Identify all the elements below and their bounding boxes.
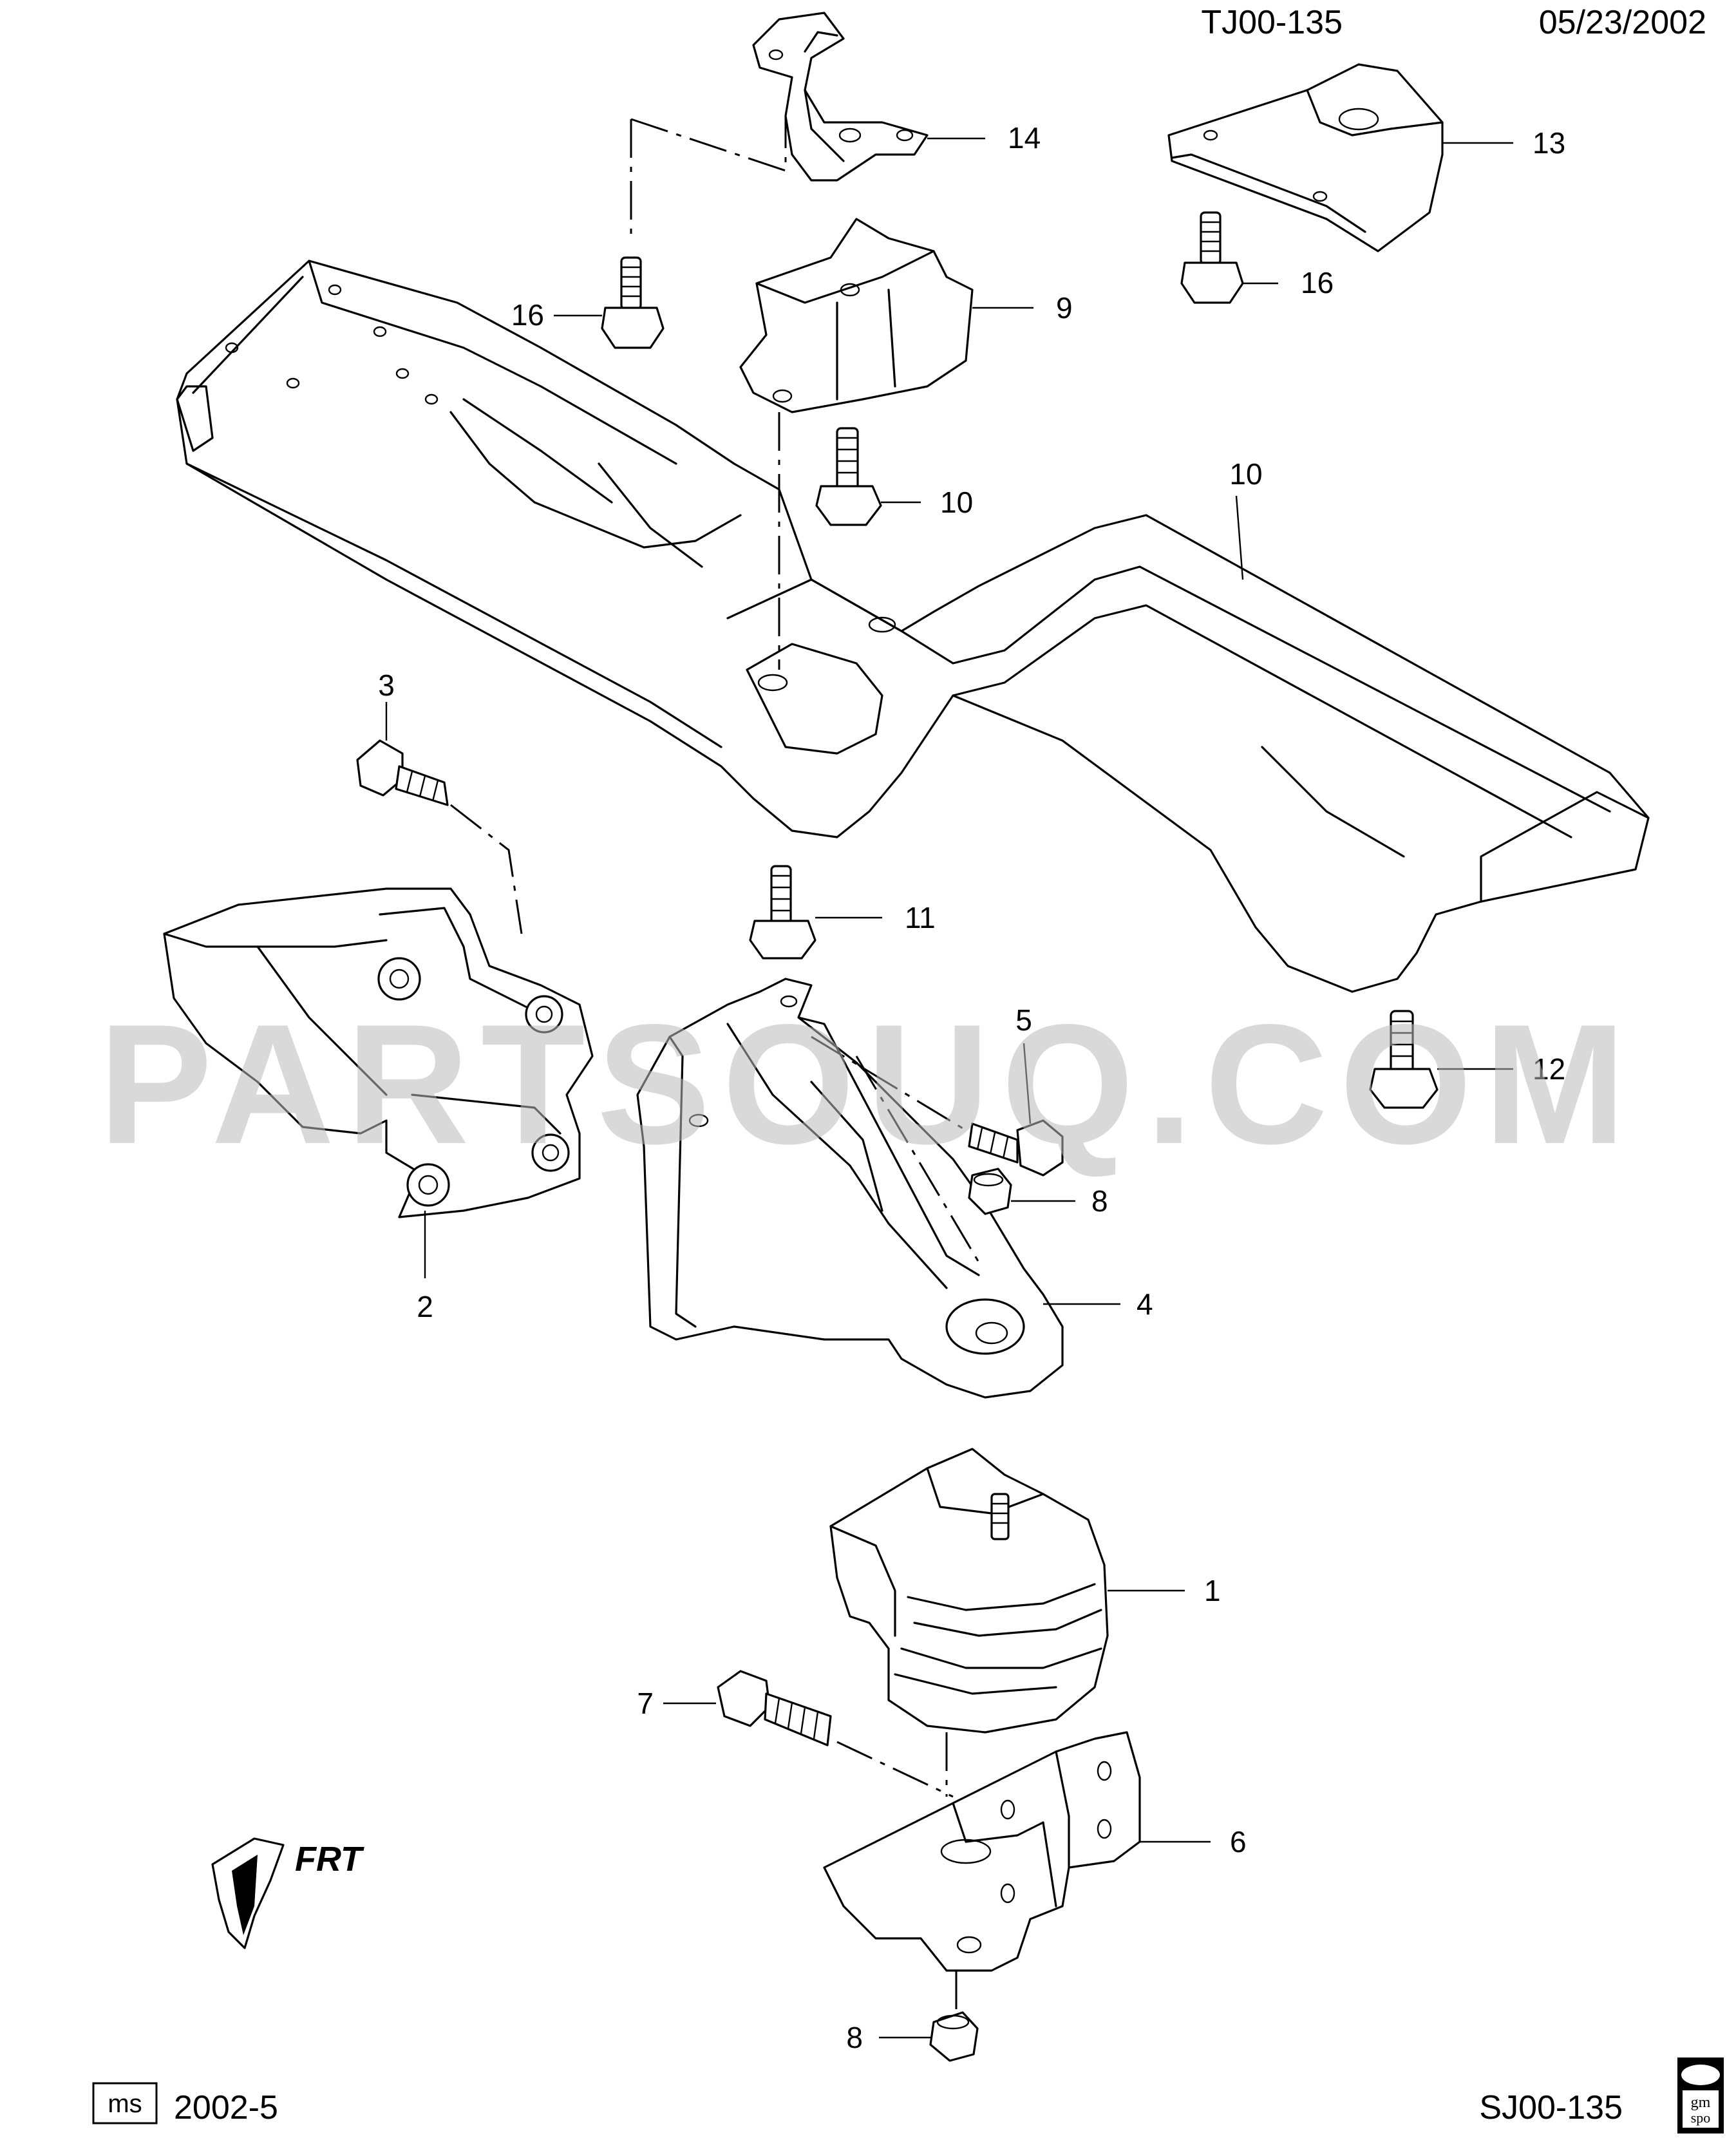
front-indicator-label: FRT <box>295 1840 364 1878</box>
bolt-5[interactable] <box>968 1119 1064 1177</box>
footer-sheet-code: SJ00-135 <box>1479 2089 1623 2126</box>
callout-5: 5 <box>1015 1003 1032 1037</box>
header-ref-code: TJ00-135 <box>1201 4 1343 41</box>
footer-ms-label: ms <box>108 2090 142 2118</box>
footer-model-year: 2002-5 <box>174 2089 278 2126</box>
callout-8-lower: 8 <box>846 2021 863 2054</box>
nut-8-upper[interactable] <box>968 1168 1012 1215</box>
bolt-10[interactable] <box>815 427 882 526</box>
dashline-3 <box>450 804 523 934</box>
front-direction-indicator: FRT <box>211 1837 364 1949</box>
nut-8-lower[interactable] <box>929 2011 979 2062</box>
logo-bottom-text: spo <box>1691 2110 1711 2126</box>
part-2-bracket[interactable] <box>163 887 594 1218</box>
bolt-7[interactable] <box>717 1670 832 1746</box>
bolt-16-left[interactable] <box>601 256 665 349</box>
callout-13: 12 <box>1533 1052 1565 1086</box>
callout-2: 2 <box>417 1290 433 1323</box>
callout-16-left: 16 <box>511 298 544 332</box>
bolt-12[interactable] <box>749 865 816 960</box>
leader-11 <box>1235 495 1244 580</box>
gm-spo-logo: gm spo <box>1677 2058 1724 2133</box>
header-date: 05/23/2002 <box>1539 4 1706 41</box>
callout-16-right: 16 <box>1301 266 1334 299</box>
callout-14: 13 <box>1533 126 1565 160</box>
watermark: PARTSOUQ.COM <box>99 989 1637 1180</box>
part-15-bracket[interactable] <box>752 12 929 182</box>
callout-12: 11 <box>905 901 936 934</box>
callout-9: 9 <box>1056 291 1073 325</box>
bolt-13[interactable] <box>1369 1010 1439 1109</box>
part-1-engine-mount[interactable] <box>829 1448 1109 1734</box>
logo-top-text: gm <box>1691 2094 1711 2111</box>
dashline-15-16 <box>630 116 787 238</box>
dashline-7 <box>836 1732 954 1798</box>
ms-box <box>92 2082 158 2124</box>
part-14-bracket[interactable] <box>1167 63 1444 252</box>
callout-6: 6 <box>1230 1825 1247 1859</box>
callout-8-upper: 8 <box>1091 1184 1108 1218</box>
part-4-bracket[interactable] <box>636 978 1064 1399</box>
bolt-3[interactable] <box>356 739 449 806</box>
callout-3: 3 <box>378 668 395 702</box>
callout-15: 14 <box>1008 121 1041 155</box>
dashline-5 <box>811 1036 980 1263</box>
bolt-16-right[interactable] <box>1180 211 1244 304</box>
callout-1: 1 <box>1204 1574 1221 1607</box>
part-9-mount[interactable] <box>739 218 974 413</box>
part-6-bracket[interactable] <box>823 1731 1141 1972</box>
callout-11: 10 <box>1229 457 1262 491</box>
leader-5 <box>1023 1043 1032 1124</box>
callout-7: 7 <box>637 1687 654 1720</box>
callout-4: 4 <box>1137 1287 1153 1321</box>
callout-10: 10 <box>940 486 973 519</box>
